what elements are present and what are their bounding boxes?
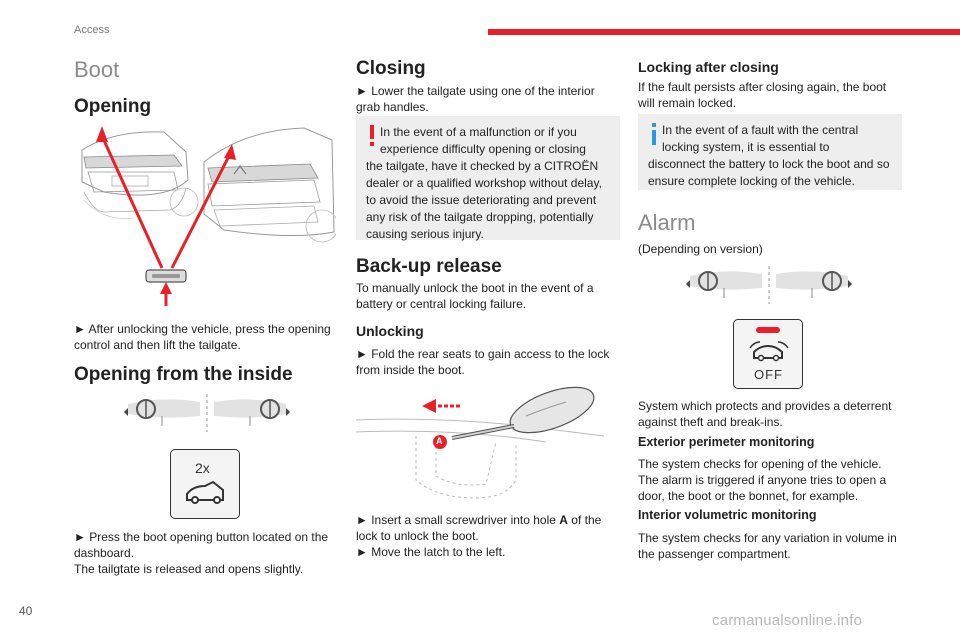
dashboard-illustration: [124, 394, 290, 432]
text-line: The system checks for any variation in v…: [638, 531, 897, 545]
info-line: locking system, it is essential to: [662, 140, 830, 154]
text-line: The tailgtate is released and opens slig…: [74, 562, 304, 576]
opening-inside-heading: Opening from the inside: [74, 364, 293, 385]
boot-heading: Boot: [74, 57, 120, 82]
depending-on-version: (Depending on version): [638, 242, 763, 256]
text-line: The alarm is triggered if anyone tries t…: [638, 473, 887, 487]
section-title: Access: [74, 24, 110, 36]
text-line: battery or central locking failure.: [356, 297, 527, 311]
opening-heading: Opening: [74, 96, 152, 117]
closing-heading: Closing: [356, 58, 426, 79]
callout-a-label: A: [436, 436, 443, 446]
alarm-off-button: OFF: [733, 319, 803, 389]
text-line: ► Lower the tailgate using one of the in…: [356, 84, 595, 98]
screwdriver-instruction: ► Insert a small screwdriver into hole A…: [356, 512, 620, 560]
page-number: 40: [19, 604, 33, 618]
text-line: lock to unlock the boot.: [356, 529, 479, 543]
warning-line: In the event of a malfunction or if you: [380, 125, 577, 139]
info-line: ensure complete locking of the vehicle.: [648, 174, 855, 188]
text-line: door, the boot or the bonnet, for exampl…: [638, 489, 859, 503]
boot-opening-button: 2x: [170, 449, 240, 519]
text-line: against theft and break-ins.: [638, 415, 783, 429]
alarm-indicator-led: [756, 327, 780, 333]
screwdriver-lock-illustration: [356, 386, 605, 499]
info-note: In the event of a fault with the central…: [638, 114, 902, 190]
warning-note: In the event of a malfunction or if you …: [356, 116, 620, 241]
unlocking-instruction: ► Fold the rear seats to gain access to …: [356, 346, 620, 378]
text-line: ► Move the latch to the left.: [356, 545, 506, 559]
warning-line: to avoid the issue deteriorating and pre…: [366, 193, 597, 207]
text-line: dashboard.: [74, 546, 135, 560]
interior-monitoring-text: The system checks for any variation in v…: [638, 530, 902, 562]
text-line: ► Insert a small screwdriver into hole A…: [356, 512, 620, 528]
text-line: If the fault persists after closing agai…: [638, 80, 887, 94]
text-line: ► Fold the rear seats to gain access to …: [356, 347, 610, 361]
header-accent-bar: [488, 29, 960, 35]
info-icon: [652, 123, 656, 145]
text-fragment: of the: [567, 513, 602, 527]
text-line: ► After unlocking the vehicle, press the…: [74, 322, 331, 336]
exterior-monitoring-heading: Exterior perimeter monitoring: [638, 435, 815, 449]
backup-release-text: To manually unlock the boot in the event…: [356, 280, 620, 312]
warning-line: any risk of the tailgate dropping, poten…: [366, 210, 594, 224]
text-fragment: ► Insert a small screwdriver into hole: [356, 513, 560, 527]
warning-line: the tailgate, have it checked by a CITRO…: [366, 159, 599, 173]
closing-instruction: ► Lower the tailgate using one of the in…: [356, 83, 620, 115]
boot-opening-illustration: [81, 126, 336, 306]
interior-monitoring-heading: Interior volumetric monitoring: [638, 508, 817, 522]
text-line: ► Press the boot opening button located …: [74, 530, 329, 544]
unlocking-heading: Unlocking: [356, 323, 424, 339]
off-label: OFF: [754, 367, 783, 382]
text-line: control and then lift the tailgate.: [74, 338, 241, 352]
hole-a-label: A: [559, 513, 568, 527]
text-line: the passenger compartment.: [638, 547, 791, 561]
info-line: In the event of a fault with the central: [662, 123, 859, 137]
backup-release-heading: Back-up release: [356, 256, 502, 277]
text-line: To manually unlock the boot in the event…: [356, 281, 594, 295]
locking-after-closing-heading: Locking after closing: [638, 59, 779, 75]
exterior-monitoring-text: The system checks for opening of the veh…: [638, 456, 902, 504]
car-tailgate-icon: [186, 480, 224, 504]
dashboard-illustration-alarm: [686, 266, 852, 304]
text-line: will remain locked.: [638, 96, 737, 110]
text-line: The system checks for opening of the veh…: [638, 457, 882, 471]
text-line: from inside the boot.: [356, 363, 465, 377]
alarm-description: System which protects and provides a det…: [638, 398, 902, 430]
warning-line: experience difficulty opening or closing: [380, 142, 586, 156]
watermark: carmanualsonline.info: [712, 612, 863, 629]
warning-exclamation-icon: [370, 125, 374, 146]
warning-line: dealer or a qualified workshop without d…: [366, 176, 602, 190]
inside-instruction: ► Press the boot opening button located …: [74, 529, 336, 577]
opening-instruction: ► After unlocking the vehicle, press the…: [74, 321, 336, 353]
press-twice-label: 2x: [195, 460, 210, 476]
car-alarm-icon: [749, 341, 789, 362]
info-line: disconnect the battery to lock the boot …: [648, 157, 890, 171]
warning-line: causing serious injury.: [366, 227, 484, 241]
alarm-heading: Alarm: [638, 210, 696, 235]
locking-text: If the fault persists after closing agai…: [638, 79, 902, 111]
text-line: grab handles.: [356, 100, 429, 114]
text-line: System which protects and provides a det…: [638, 399, 892, 413]
